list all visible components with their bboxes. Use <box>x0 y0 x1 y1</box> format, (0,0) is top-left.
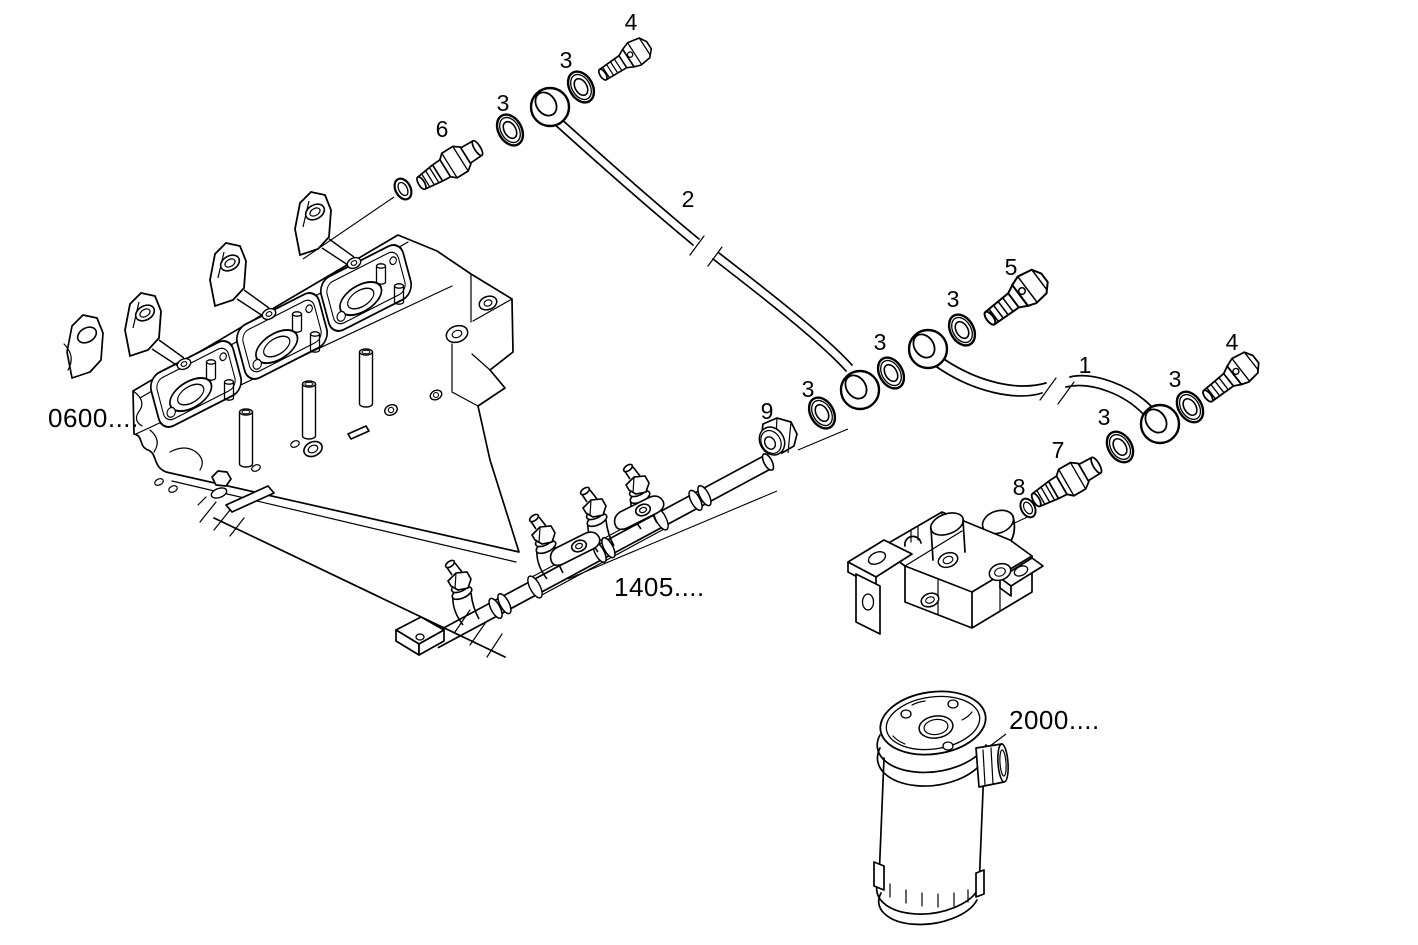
callout-4-upper: 4 <box>625 9 638 35</box>
callout-8: 8 <box>1013 474 1026 500</box>
section-ref-fuel-filter: 2000.... <box>1009 705 1100 735</box>
fuel-filter-drawing <box>873 690 1009 926</box>
sealing-washer-middle-upper <box>942 308 982 352</box>
callout-7: 7 <box>1052 437 1065 463</box>
fuel-pipe-2-drawing <box>529 86 881 411</box>
broken-tower <box>63 314 104 379</box>
banjo-bolt-right <box>1195 346 1266 410</box>
callout-6: 6 <box>436 116 449 142</box>
callout-9: 9 <box>761 398 774 424</box>
fuel-pipe-1-drawing <box>907 328 1181 445</box>
o-ring-fitting-6 <box>390 174 416 204</box>
cylinder-head-drawing <box>63 191 520 658</box>
callout-3-right-outer: 3 <box>1169 366 1182 392</box>
callout-5: 5 <box>1005 254 1018 280</box>
plug-fitting-rail <box>753 417 798 461</box>
callout-3-rail-end: 3 <box>802 376 815 402</box>
banjo-bolt-upper <box>592 32 657 88</box>
filter-head-drawing <box>847 509 1044 635</box>
callout-3-upper-inner: 3 <box>497 90 510 116</box>
union-fitting-cylinder-head <box>410 133 489 198</box>
callout-4-right: 4 <box>1226 329 1239 355</box>
sealing-washer-right-inner <box>1100 425 1140 469</box>
union-fitting-filter-head <box>1025 449 1108 516</box>
callout-3-upper-outer: 3 <box>560 47 573 73</box>
section-ref-fuel-rail: 1405.... <box>614 572 705 602</box>
callout-3-right-inner: 3 <box>1098 404 1111 430</box>
fitting-6-leader-line <box>302 196 395 260</box>
callout-1: 1 <box>1079 352 1092 378</box>
callout-3-middle-lower: 3 <box>874 329 887 355</box>
callout-2: 2 <box>682 186 695 212</box>
fuel-rail-drawing <box>395 428 849 656</box>
section-ref-cylinder-head: 0600.... <box>48 403 139 433</box>
callout-3-middle-upper: 3 <box>947 286 960 312</box>
